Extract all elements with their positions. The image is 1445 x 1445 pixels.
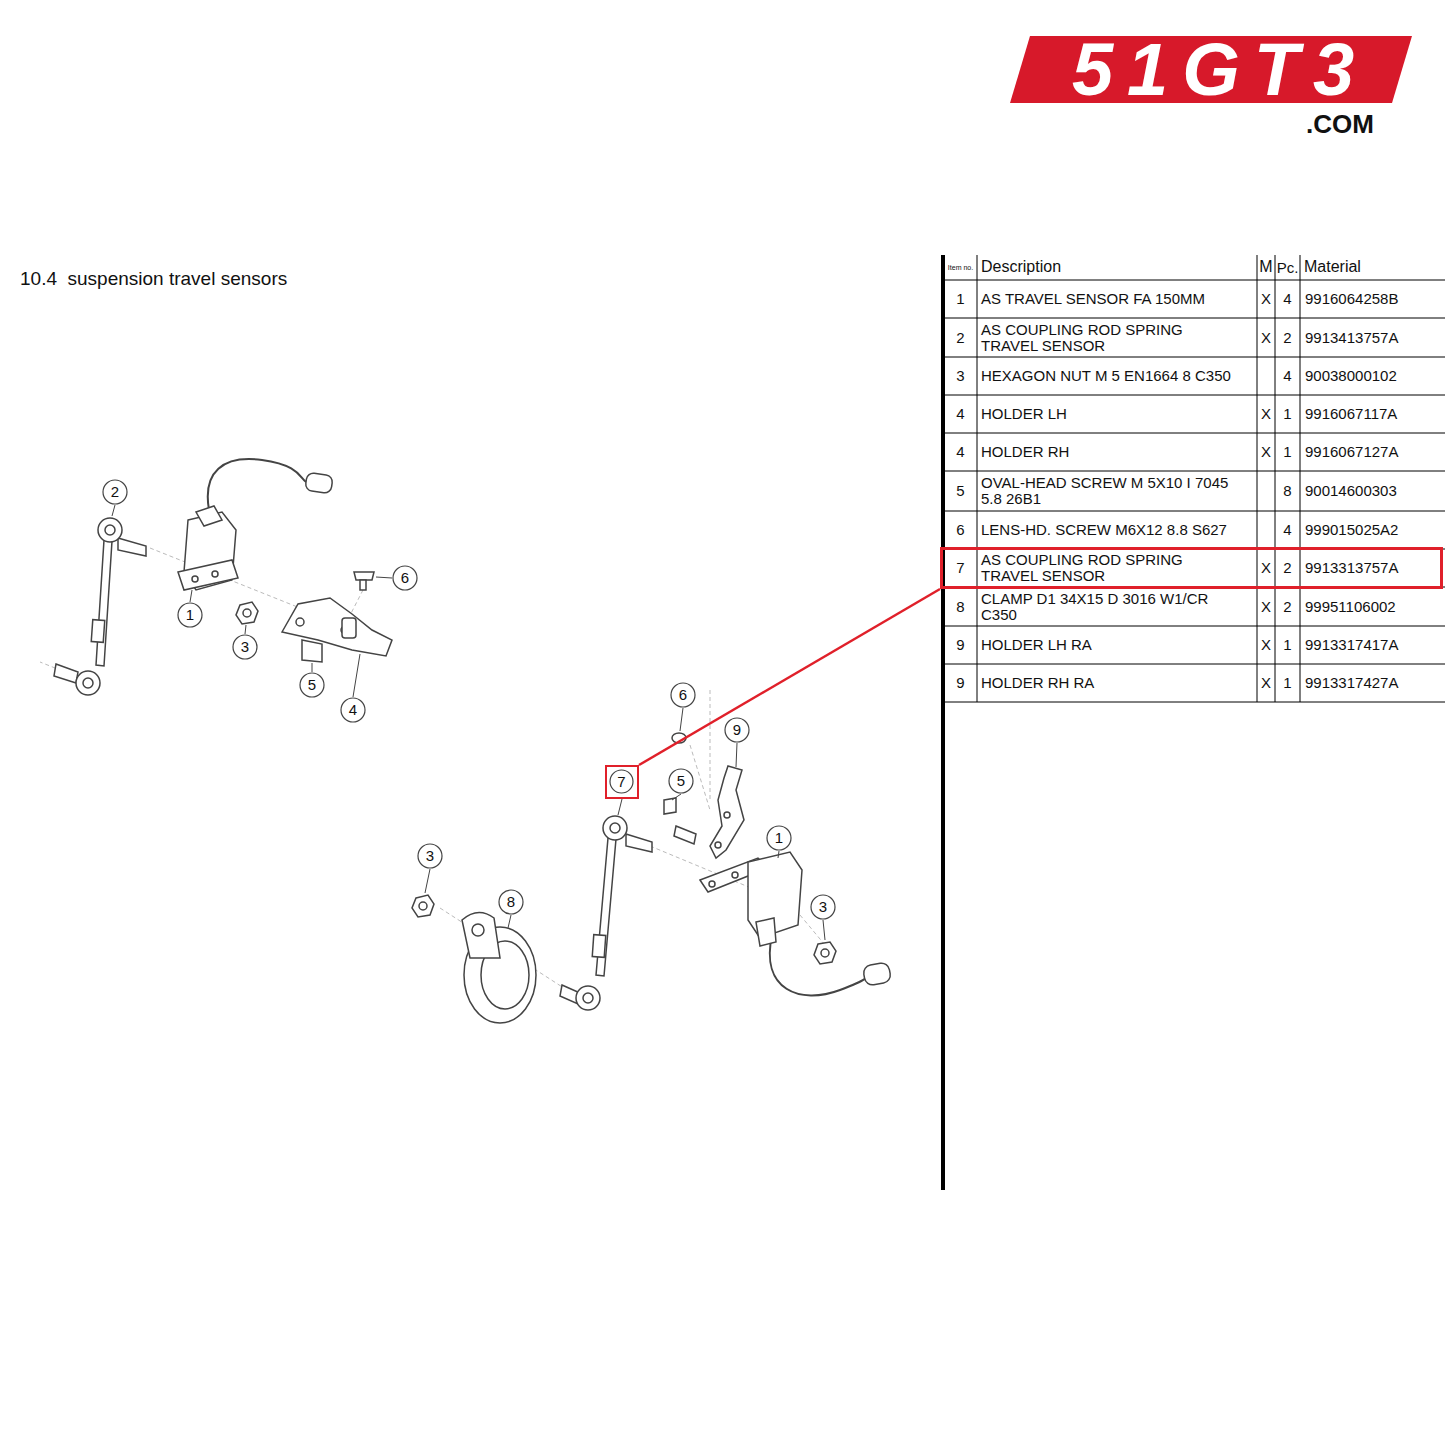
table-cell: 2 [1275,318,1300,357]
table-cell: HOLDER RH RA [981,664,1243,702]
table-cell: 5 [944,471,977,511]
callout-number: 7 [610,770,633,793]
table-cell: 1 [1275,626,1300,664]
callout-number: 8 [500,891,522,913]
table-cell: 2 [1275,549,1300,587]
table-cell: 8 [1275,471,1300,511]
table-cell: 4 [1275,357,1300,395]
table-cell: 3 [944,357,977,395]
table-cell: 99951106002 [1305,587,1443,626]
table-cell: 1 [944,280,977,318]
callout-number: 5 [670,770,692,792]
callout-number: 5 [301,674,323,696]
table-grid [943,255,1445,1190]
table-cell: 4 [1275,511,1300,549]
table-cell: HOLDER RH [981,433,1243,471]
table-cell: 1 [1275,395,1300,433]
callout-number: 3 [812,896,834,918]
table-header: Material [1304,255,1442,280]
highlight-row-box: 7AS COUPLING ROD SPRING TRAVEL SENSOR X29… [940,547,1443,589]
table-cell: X [1257,587,1275,626]
highlight-callout-box: 7 [605,765,639,799]
table-cell: HOLDER LH RA [981,626,1243,664]
table-cell: X [1257,664,1275,702]
table-cell: 2 [1275,587,1300,626]
table-header: Pc. [1275,255,1300,280]
callout-number: 9 [726,719,748,741]
table-cell: OVAL-HEAD SCREW M 5X10 I 7045 5.8 26B1 [981,471,1243,511]
table-cell: CLAMP D1 34X15 D 3016 W1/CR C350 [981,587,1243,626]
table-cell: 7 [944,549,977,587]
table-cell: 90014600303 [1305,471,1443,511]
table-cell: 4 [944,433,977,471]
assembly-axis [40,548,825,992]
table-cell: 1 [1275,664,1300,702]
callout-number: 3 [419,845,441,867]
table-cell: AS TRAVEL SENSOR FA 150MM [981,280,1243,318]
table-cell: 9916067117A [1305,395,1443,433]
table-cell: X [1257,433,1275,471]
table-cell: X [1257,318,1275,357]
table-cell: 8 [944,587,977,626]
table-cell: 9916067127A [1305,433,1443,471]
table-cell: 1 [1275,433,1300,471]
table-cell: HEXAGON NUT M 5 EN1664 8 C350 [981,357,1243,395]
table-cell: AS COUPLING ROD SPRING TRAVEL SENSOR [981,318,1243,357]
table-cell: 4 [1275,280,1300,318]
left-sensor-group [54,459,392,695]
table-cell: 4 [944,395,977,433]
table-cell: 6 [944,511,977,549]
table-cell: X [1257,395,1275,433]
callout-number: 6 [672,684,694,706]
callout-number: 1 [179,604,201,626]
leader-line [112,505,825,940]
table-cell: 9913313757A [1305,549,1435,587]
table-header: Description [981,255,1251,280]
callout-number: 4 [342,699,364,721]
table-cell: 9 [944,664,977,702]
page-title: 10.4 suspension travel sensors [20,266,287,292]
highlight-connector [639,589,940,765]
table-cell: 9 [944,626,977,664]
table-cell: 9913317427A [1305,664,1443,702]
callout-number: 6 [394,567,416,589]
table-cell: X [1257,549,1275,587]
table-cell: HOLDER LH [981,395,1243,433]
table-cell: X [1257,280,1275,318]
table-cell: AS COUPLING ROD SPRING TRAVEL SENSOR [981,549,1243,587]
right-sensor-group [412,733,892,1023]
table-header: Item no. [944,255,977,280]
callout-number: 3 [234,636,256,658]
callout-number: 2 [104,481,126,503]
table-cell: X [1257,626,1275,664]
table-cell: 9913317417A [1305,626,1443,664]
callout-number: 1 [768,827,790,849]
table-cell: 999015025A2 [1305,511,1443,549]
table-cell: 9913413757A [1305,318,1443,357]
table-header: M [1257,255,1275,280]
callout-circle [103,480,835,919]
table-cell: 9916064258B [1305,280,1443,318]
table-cell: 90038000102 [1305,357,1443,395]
callout-circle [610,770,633,793]
logo-text: .COM [1300,110,1380,140]
table-cell: LENS-HD. SCREW M6X12 8.8 S627 [981,511,1243,549]
logo-text: 51GT3 [1030,30,1410,110]
table-cell: 2 [944,318,977,357]
